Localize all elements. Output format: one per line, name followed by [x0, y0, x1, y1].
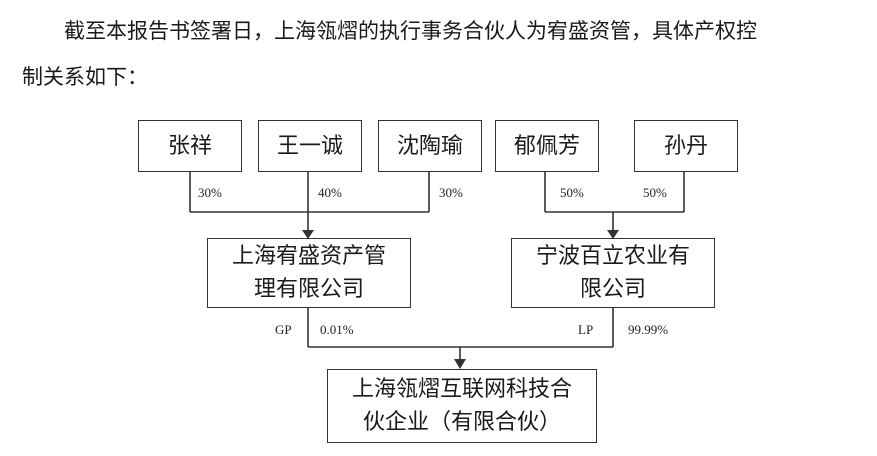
intro-line-2: 制关系如下： [22, 65, 148, 89]
shareholder-box-zhangxiang: 张祥 [138, 120, 242, 172]
shareholder-name: 王一诚 [276, 133, 343, 159]
intro-paragraph: 截至本报告书签署日，上海瓴熠的执行事务合伙人为宥盛资管，具体产权控 制关系如下： [22, 8, 862, 100]
partner-box-lp: 宁波百立农业有 限公司 [511, 238, 715, 308]
share-label-gp: 0.01% [320, 322, 354, 337]
pct-label-sundan: 50% [643, 185, 667, 200]
target-name-line: 伙企业（有限合伙） [362, 410, 561, 435]
partner-name-line: 限公司 [579, 277, 646, 302]
intro-line-1: 截至本报告书签署日，上海瓴熠的执行事务合伙人为宥盛资管，具体产权控 [64, 19, 757, 43]
shareholder-box-wangyicheng: 王一诚 [258, 120, 362, 172]
shareholder-box-yupeifang: 郁佩芳 [495, 120, 599, 172]
partner-box-gp: 上海宥盛资产管 理有限公司 [207, 238, 411, 308]
shareholder-name: 郁佩芳 [513, 133, 580, 159]
partner-name-line: 理有限公司 [253, 277, 364, 302]
pct-label-wangyicheng: 40% [318, 185, 342, 200]
pct-label-yupeifang: 50% [560, 185, 584, 200]
partner-name-line: 宁波百立农业有 [535, 244, 690, 269]
shareholder-name: 沈陶瑜 [396, 133, 463, 159]
target-entity-box: 上海瓴熠互联网科技合 伙企业（有限合伙） [327, 369, 597, 443]
shareholder-box-sundan: 孙丹 [634, 120, 738, 172]
shareholder-name: 孙丹 [663, 133, 708, 159]
share-label-lp: 99.99% [628, 322, 669, 337]
pct-label-shentaoyu: 30% [439, 185, 463, 200]
partner-name-line: 上海宥盛资产管 [231, 244, 386, 269]
shareholder-name: 张祥 [167, 133, 212, 159]
pct-label-zhangxiang: 30% [198, 185, 222, 200]
target-name-line: 上海瓴熠互联网科技合 [351, 377, 572, 402]
role-label-gp: GP [275, 322, 292, 337]
shareholder-box-shentaoyu: 沈陶瑜 [378, 120, 482, 172]
role-label-lp: LP [578, 322, 594, 337]
